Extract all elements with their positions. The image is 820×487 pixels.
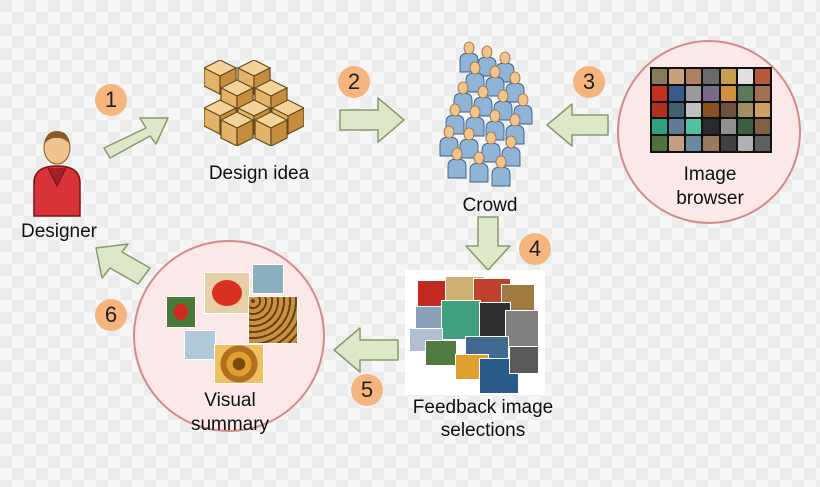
image-browser-label-line1: Image <box>683 164 737 185</box>
visual-summary-label-line2: summary <box>190 414 270 435</box>
summary-thumb-building <box>252 264 284 294</box>
arrow-2 <box>339 97 405 143</box>
summary-thumb-windows <box>184 330 216 360</box>
feedback-label-line2: selections <box>440 420 526 441</box>
feedback-collage <box>405 270 545 395</box>
arrow-5 <box>333 327 399 373</box>
step-badge-2: 2 <box>338 66 370 98</box>
boxes-pyramid-icon <box>204 60 304 146</box>
crowd-label: Crowd <box>462 195 518 216</box>
visual-summary-label-line1: Visual <box>204 390 256 411</box>
step-badge-4: 4 <box>519 233 551 265</box>
design-idea-label: Design idea <box>208 163 310 184</box>
image-grid-icon <box>650 67 772 153</box>
arrow-1 <box>103 117 169 159</box>
step-badge-5: 5 <box>351 374 383 406</box>
step-badge-1: 1 <box>95 84 127 116</box>
image-browser-label-line2: browser <box>676 188 744 209</box>
arrow-6 <box>95 243 151 285</box>
summary-thumb-texture <box>248 296 298 344</box>
designer-label: Designer <box>20 221 98 242</box>
summary-strawberry-shape <box>174 304 188 320</box>
summary-tomato-shape <box>212 280 242 306</box>
designer-person-icon <box>33 131 81 217</box>
arrow-4 <box>465 216 511 271</box>
arrow-3 <box>546 103 609 147</box>
feedback-label-line1: Feedback image <box>412 397 554 418</box>
summary-thumb-spiral <box>214 344 264 384</box>
crowd-icon <box>439 41 533 187</box>
step-badge-3: 3 <box>573 66 605 98</box>
step-badge-6: 6 <box>95 299 127 331</box>
